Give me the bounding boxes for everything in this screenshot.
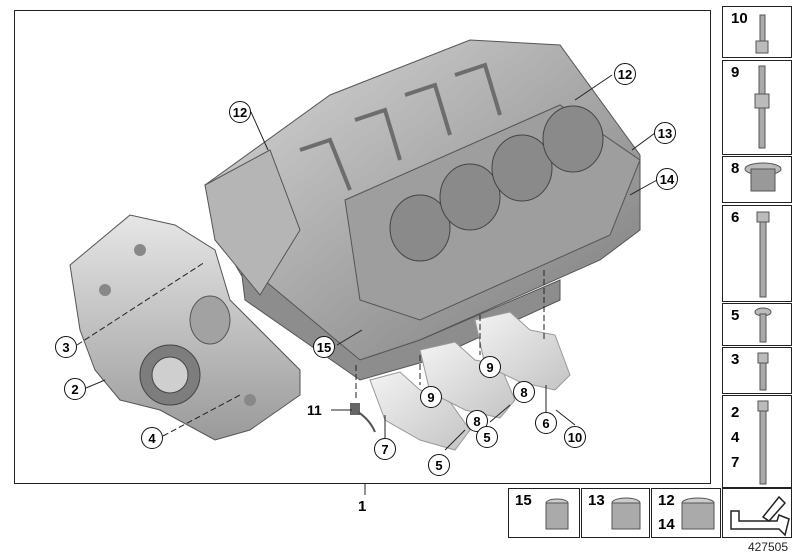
callout-4[interactable]: 4 <box>141 427 163 449</box>
side-part-label: 5 <box>731 307 740 324</box>
callout-5-left[interactable]: 5 <box>428 454 450 476</box>
side-part-6[interactable]: 6 <box>722 205 792 302</box>
long-bolt-icon <box>756 211 770 298</box>
bottom-part-15[interactable]: 15 <box>508 488 580 538</box>
side-part-label: 2 4 7 <box>731 404 740 471</box>
bottom-part-label: 15 <box>515 492 532 509</box>
callout-5-right[interactable]: 5 <box>476 426 498 448</box>
side-part-label: 9 <box>731 64 740 81</box>
side-part-10[interactable]: 10 <box>722 6 792 58</box>
side-part-label: 3 <box>731 351 740 368</box>
side-part-5[interactable]: 5 <box>722 303 792 346</box>
bottom-part-label-top: 12 <box>658 492 675 509</box>
side-part-9[interactable]: 9 <box>722 60 792 155</box>
callout-14[interactable]: 14 <box>656 168 678 190</box>
navigation-arrow-cell[interactable] <box>722 488 792 538</box>
stud-icon <box>754 65 770 149</box>
bottom-part-13[interactable]: 13 <box>581 488 650 538</box>
side-part-2-4-7[interactable]: 2 4 7 <box>722 395 792 488</box>
main-part-number: 1 <box>358 498 367 515</box>
hex-bolt-icon <box>757 352 769 391</box>
callout-9-right[interactable]: 9 <box>479 356 501 378</box>
callout-12-left[interactable]: 12 <box>229 101 251 123</box>
short-bolt-icon <box>754 307 772 343</box>
arrow-icon <box>730 495 790 537</box>
bushing-icon <box>545 498 569 530</box>
callout-6[interactable]: 6 <box>535 412 557 434</box>
document-number: 427505 <box>747 540 788 554</box>
callout-13[interactable]: 13 <box>654 122 676 144</box>
bottom-part-12-14[interactable]: 12 14 <box>651 488 721 538</box>
callout-15[interactable]: 15 <box>313 336 335 358</box>
flange-bolt-icon <box>757 400 769 485</box>
side-part-label: 10 <box>731 10 748 27</box>
cylinder-bores <box>389 105 604 262</box>
timing-cover <box>69 214 301 441</box>
callout-3[interactable]: 3 <box>55 336 77 358</box>
side-part-label: 6 <box>731 209 740 226</box>
sensor-part <box>350 403 376 433</box>
leader-lines <box>76 74 658 495</box>
callout-2[interactable]: 2 <box>64 378 86 400</box>
side-part-3[interactable]: 3 <box>722 347 792 394</box>
bottom-part-label-bottom: 14 <box>658 516 675 533</box>
callout-7[interactable]: 7 <box>374 438 396 460</box>
callout-8-right[interactable]: 8 <box>513 381 535 403</box>
callout-10[interactable]: 10 <box>564 426 586 448</box>
sleeve-icon <box>744 162 782 192</box>
bolt-icon <box>755 14 769 54</box>
callout-11[interactable]: 11 <box>307 402 322 418</box>
bushing-icon <box>681 497 715 530</box>
callout-9-left[interactable]: 9 <box>420 386 442 408</box>
bushing-icon <box>611 497 641 530</box>
callout-12-right[interactable]: 12 <box>614 63 636 85</box>
side-part-8[interactable]: 8 <box>722 156 792 203</box>
side-part-label: 8 <box>731 160 740 177</box>
engine-block <box>204 39 641 381</box>
bottom-part-label: 13 <box>588 492 605 509</box>
